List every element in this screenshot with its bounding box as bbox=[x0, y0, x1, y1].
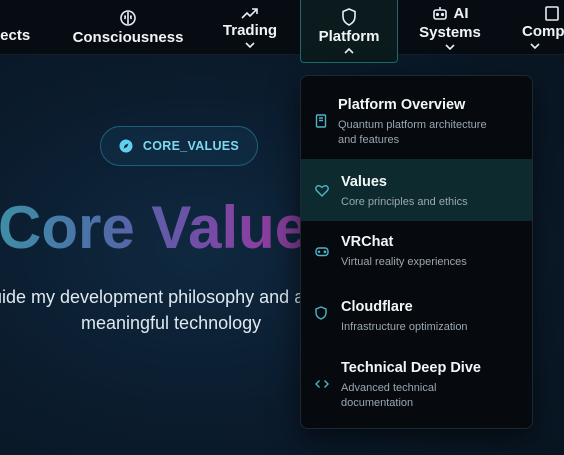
nav-platform[interactable]: Platform bbox=[300, 0, 398, 63]
menu-item-values[interactable]: Values Core principles and ethics bbox=[301, 159, 532, 221]
nav-platform-label: Platform bbox=[318, 28, 380, 45]
desc-line-2: and features bbox=[338, 134, 400, 146]
nav-ai-systems[interactable]: AI Systems bbox=[414, 0, 486, 54]
compass-icon bbox=[119, 139, 133, 153]
menu-item-title: Technical Deep Dive bbox=[341, 360, 481, 376]
shield-icon bbox=[315, 306, 327, 320]
chevron-down-icon bbox=[530, 43, 540, 49]
heart-icon bbox=[315, 184, 329, 197]
menu-item-description: Infrastructure optimization bbox=[341, 321, 468, 333]
nav-consciousness-label: Consciousness bbox=[72, 28, 184, 46]
menu-item-title: Values bbox=[341, 174, 387, 190]
menu-item-description: Advanced technical documentation bbox=[341, 381, 522, 411]
shield-icon bbox=[342, 8, 356, 26]
nav-projects[interactable]: jects bbox=[0, 27, 30, 47]
nav-ai-label-2: Systems bbox=[419, 23, 481, 41]
nav-company-label: Comp bbox=[522, 23, 564, 40]
brain-icon bbox=[120, 9, 136, 26]
menu-item-description: Quantum platform architecture and featur… bbox=[338, 118, 522, 148]
nav-ai-label-1: AI bbox=[453, 4, 469, 22]
page-title: Core Values bbox=[0, 190, 342, 266]
subtitle-line-2: meaningful technology bbox=[81, 313, 262, 333]
book-icon bbox=[315, 114, 327, 128]
menu-item-vrchat[interactable]: VRChat Virtual reality experiences bbox=[301, 233, 532, 283]
nav-consciousness[interactable]: Consciousness bbox=[72, 0, 184, 54]
gamepad-icon bbox=[315, 247, 329, 257]
menu-item-description: Virtual reality experiences bbox=[341, 256, 467, 268]
menu-item-title: Cloudflare bbox=[341, 299, 413, 315]
badge-label: CORE_VALUES bbox=[142, 139, 240, 153]
chevron-down-icon bbox=[445, 43, 455, 50]
trending-up-icon bbox=[241, 8, 258, 19]
menu-item-technical-deep-dive[interactable]: Technical Deep Dive Advanced technical d… bbox=[301, 359, 532, 421]
code-icon bbox=[315, 380, 329, 388]
nav-projects-label: jects bbox=[0, 27, 31, 44]
desc-line-2: documentation bbox=[341, 397, 414, 409]
nav-trading-label: Trading bbox=[222, 22, 278, 39]
chevron-up-icon bbox=[344, 48, 354, 54]
nav-company[interactable]: Comp bbox=[522, 0, 564, 54]
chevron-down-icon bbox=[245, 42, 255, 48]
core-values-badge: CORE_VALUES bbox=[100, 126, 258, 166]
menu-item-title: Platform Overview bbox=[338, 97, 466, 113]
platform-dropdown-menu: Platform Overview Quantum platform archi… bbox=[300, 75, 533, 429]
desc-line-1: Quantum platform architecture bbox=[338, 119, 487, 131]
building-icon bbox=[545, 6, 559, 21]
bot-icon bbox=[432, 6, 447, 20]
desc-line-1: Advanced technical bbox=[341, 382, 437, 394]
menu-item-description: Core principles and ethics bbox=[341, 196, 468, 208]
top-navigation: jects Consciousness Trading Platform bbox=[0, 0, 564, 63]
menu-item-title: VRChat bbox=[341, 234, 394, 250]
menu-item-platform-overview[interactable]: Platform Overview Quantum platform archi… bbox=[301, 96, 532, 158]
menu-item-cloudflare[interactable]: Cloudflare Infrastructure optimization bbox=[301, 298, 532, 348]
nav-trading[interactable]: Trading bbox=[218, 0, 282, 54]
